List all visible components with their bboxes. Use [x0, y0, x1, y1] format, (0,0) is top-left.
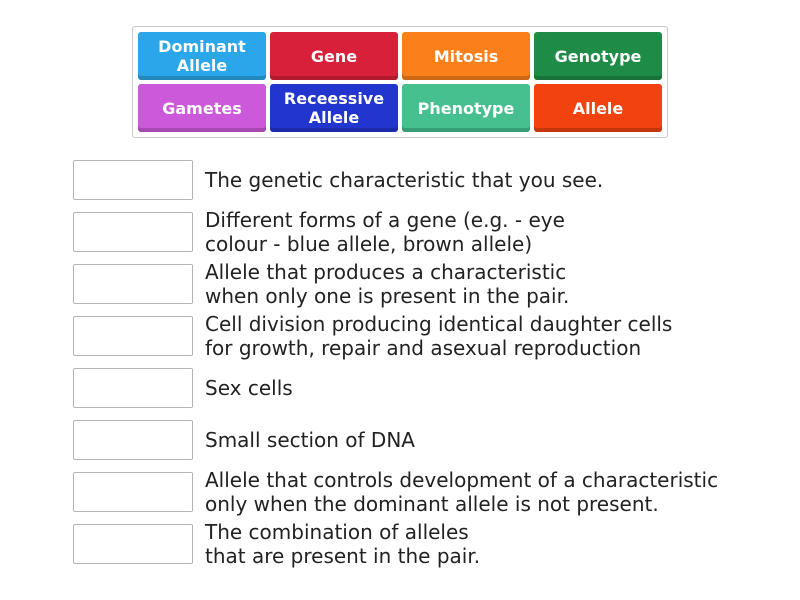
- description-text: The genetic characteristic that you see.: [205, 168, 604, 192]
- drop-box[interactable]: [73, 420, 193, 460]
- description-text: Different forms of a gene (e.g. - eye co…: [205, 208, 565, 256]
- description-text: Allele that produces a characteristic wh…: [205, 260, 570, 308]
- drop-box[interactable]: [73, 212, 193, 252]
- drop-box[interactable]: [73, 264, 193, 304]
- description-text: Sex cells: [205, 376, 293, 400]
- answer-tile[interactable]: Dominant Allele: [138, 32, 266, 80]
- description-text: Cell division producing identical daught…: [205, 312, 673, 360]
- answer-tile[interactable]: Gametes: [138, 84, 266, 132]
- answer-tile[interactable]: Gene: [270, 32, 398, 80]
- description-text: Allele that controls development of a ch…: [205, 468, 719, 516]
- answer-tile[interactable]: Mitosis: [402, 32, 530, 80]
- description-text: The combination of alleles that are pres…: [205, 520, 481, 568]
- answer-tile[interactable]: Phenotype: [402, 84, 530, 132]
- drop-box[interactable]: [73, 368, 193, 408]
- drop-box[interactable]: [73, 316, 193, 356]
- answer-tile[interactable]: Allele: [534, 84, 662, 132]
- drop-box[interactable]: [73, 524, 193, 564]
- answer-tile[interactable]: Receessive Allele: [270, 84, 398, 132]
- drop-box[interactable]: [73, 160, 193, 200]
- drop-box[interactable]: [73, 472, 193, 512]
- answer-tile[interactable]: Genotype: [534, 32, 662, 80]
- description-text: Small section of DNA: [205, 428, 415, 452]
